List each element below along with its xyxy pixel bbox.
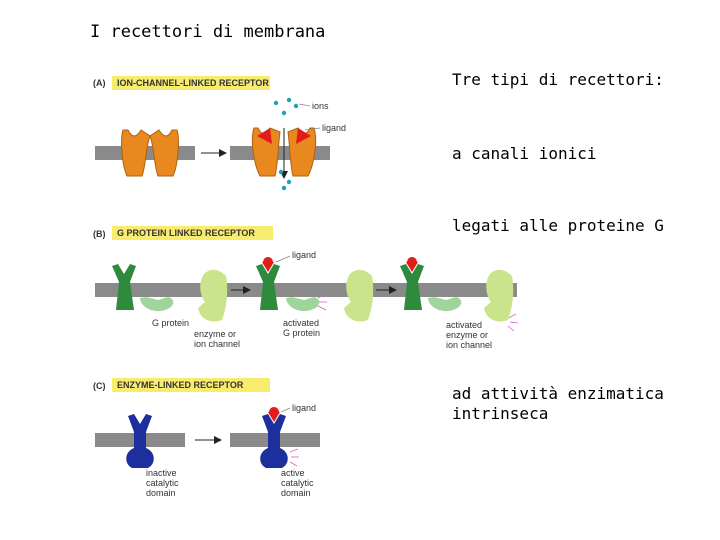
activation-burst-2 <box>507 313 519 332</box>
panel-c-letter: (C) <box>93 381 106 391</box>
label-g-protein: G protein <box>152 318 189 328</box>
label-enzyme-1: enzyme or <box>194 329 236 339</box>
label-enzyme-2: ion channel <box>194 339 240 349</box>
side-heading: Tre tipi di recettori: <box>452 70 664 89</box>
ligand-a1 <box>257 128 272 144</box>
enzyme-receptor-inactive <box>126 414 154 468</box>
slide-title: I recettori di membrana <box>90 22 326 42</box>
label-activated-g-1: activated <box>283 318 319 328</box>
g-protein-1 <box>140 297 174 312</box>
activation-burst-3 <box>289 448 299 467</box>
label-activated-e-1: activated <box>446 320 482 330</box>
label-inactive-2: catalytic <box>146 478 179 488</box>
ion-channel-closed <box>121 129 179 177</box>
ligand-a2 <box>296 128 311 144</box>
label-inactive-3: domain <box>146 488 176 498</box>
ion-channel-open <box>251 127 317 177</box>
g-protein-3 <box>428 297 462 312</box>
side-item-g-protein: legati alle proteine G <box>452 216 664 235</box>
label-activated-g-2: G protein <box>283 328 320 338</box>
label-ligand-c: ligand <box>292 403 316 413</box>
enzyme-receptor-active <box>260 407 288 468</box>
activation-burst-1 <box>317 293 327 311</box>
panel-a-header-bg <box>112 76 270 90</box>
label-active-3: domain <box>281 488 311 498</box>
g-receptor-3 <box>400 257 424 310</box>
panel-b-header: G PROTEIN LINKED RECEPTOR <box>117 228 255 238</box>
side-item-ion-channel: a canali ionici <box>452 144 597 163</box>
label-ligand-b: ligand <box>292 250 316 260</box>
membrane-b <box>95 283 517 297</box>
label-activated-e-3: ion channel <box>446 340 492 350</box>
panel-c-header: ENZYME-LINKED RECEPTOR <box>117 380 244 390</box>
panel-b-header-bg <box>112 226 273 240</box>
label-ions: ions <box>312 101 329 111</box>
ions <box>273 97 299 191</box>
activated-enzyme <box>484 269 514 322</box>
label-ligand-a: ligand <box>322 123 346 133</box>
panel-c-header-bg <box>112 378 270 392</box>
side-item-enzymatic: ad attività enzimatica intrinseca <box>452 384 664 423</box>
label-active-2: catalytic <box>281 478 314 488</box>
label-inactive-1: inactive <box>146 468 177 478</box>
activated-g-protein <box>286 297 320 312</box>
panel-b-letter: (B) <box>93 229 106 239</box>
label-activated-e-2: enzyme or <box>446 330 488 340</box>
label-active-1: active <box>281 468 305 478</box>
g-receptor-1 <box>112 264 136 310</box>
enzyme-2 <box>344 269 374 322</box>
panel-a-header: ION-CHANNEL-LINKED RECEPTOR <box>117 78 269 88</box>
g-receptor-2 <box>256 257 280 310</box>
panel-a-letter: (A) <box>93 78 106 88</box>
enzyme-1 <box>198 269 228 322</box>
